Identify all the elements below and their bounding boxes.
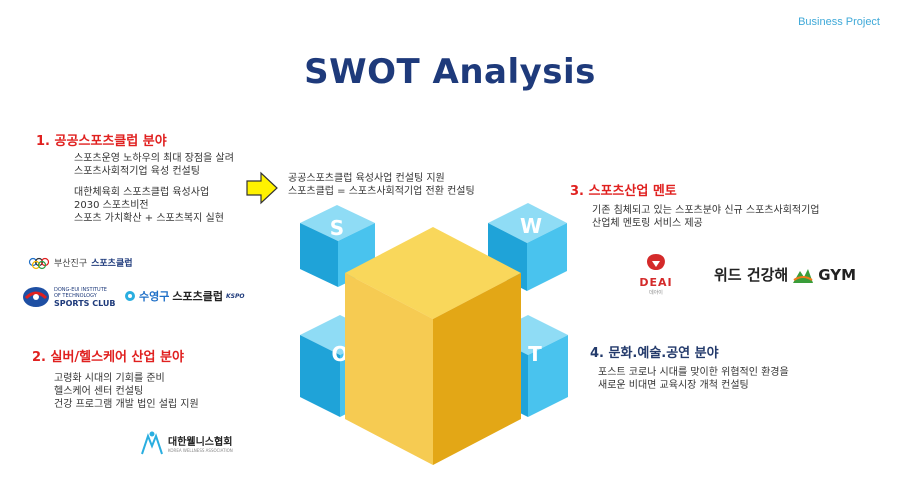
cube-s: S — [300, 205, 375, 287]
logo-dongeui-main: SPORTS CLUB — [54, 298, 116, 308]
logo-suyeong-badge: KSPO — [225, 292, 245, 300]
logo-deai-sub: 데아이 — [649, 290, 663, 296]
wellness-emblem-icon — [141, 431, 163, 455]
cube-letter-o: O — [331, 342, 348, 366]
section-4-text: 포스트 코로나 시대를 맞이한 위협적인 환경을 새로운 비대면 교육시장 개척… — [598, 366, 789, 392]
logo-wide-gym-text: GYM — [818, 265, 857, 284]
section-2-line: 건강 프로그램 개발 법인 설립 지원 — [54, 399, 199, 410]
section-4-line: 포스트 코로나 시대를 맞이한 위협적인 환경을 — [598, 367, 789, 378]
section-1-text: 스포츠운영 노하우의 최대 장점을 살려 스포츠사회적기업 육성 컨설팅 대한체… — [74, 152, 234, 225]
section-1-line: 2030 스포츠비전 — [74, 200, 149, 211]
section-3-line: 산업체 멘토링 서비스 제공 — [592, 218, 703, 229]
center-note: 공공스포츠클럽 육성사업 컨설팅 지원 스포츠클럽 = 스포츠사회적기업 전환 … — [288, 172, 475, 198]
gym-mountain-icon — [793, 268, 814, 283]
logo-busanjin-suffix: 스포츠클럽 — [91, 258, 133, 269]
section-2-text: 고령화 시대의 기회를 준비 헬스케어 센터 컨설팅 건강 프로그램 개발 법인… — [54, 372, 199, 411]
logo-busanjin-prefix: 부산진구 — [54, 258, 88, 269]
section-2-title: 2. 실버/헬스케어 산업 분야 — [32, 350, 184, 365]
logo-deai: DEAI 데아이 — [636, 252, 676, 296]
swot-cube-graphic: S W O T — [300, 203, 568, 465]
section-1-line: 대한체육회 스포츠클럽 육성사업 — [74, 187, 210, 198]
cube-letter-t: T — [528, 342, 542, 366]
section-2-line: 고령화 시대의 기회를 준비 — [54, 373, 165, 384]
section-1-line: 스포츠사회적기업 육성 컨설팅 — [74, 166, 200, 177]
logo-wellness-sub: KOREA WELLNESS ASSOCIATION — [168, 448, 233, 453]
logo-suyeong-main: 스포츠클럽 — [172, 290, 223, 303]
section-1-title: 1. 공공스포츠클럽 분야 — [36, 134, 167, 149]
cube-letter-s: S — [330, 216, 344, 240]
suyeong-emblem-icon — [125, 291, 135, 301]
logo-dongeui: DONG-EUI INSTITUTE OF TECHNOLOGY SPORTS … — [22, 286, 116, 308]
logo-suyeong: 수영구 스포츠클럽 KSPO — [124, 288, 244, 304]
rings-icon — [28, 257, 50, 270]
page-title: SWOT Analysis — [304, 52, 596, 92]
project-tag: Business Project — [798, 16, 880, 28]
logo-wide-gym: 위드 건강해 GYM — [714, 264, 856, 285]
arrow-right-icon — [246, 171, 278, 205]
center-note-line: 공공스포츠클럽 육성사업 컨설팅 지원 — [288, 173, 445, 184]
section-1-line: 스포츠운영 노하우의 최대 장점을 살려 — [74, 153, 234, 164]
logo-deai-main: DEAI — [639, 276, 673, 289]
section-3-text: 기존 침체되고 있는 스포츠분야 신규 스포츠사회적기업 산업체 멘토링 서비스… — [592, 204, 820, 230]
section-1-line: 스포츠 가치확산 + 스포츠복지 실현 — [74, 213, 224, 224]
deai-emblem-icon — [647, 254, 665, 270]
dongeui-emblem-icon — [23, 287, 49, 307]
section-4-title: 4. 문화.예술.공연 분야 — [590, 346, 719, 361]
center-note-line: 스포츠클럽 = 스포츠사회적기업 전환 컨설팅 — [288, 186, 475, 197]
logo-dongeui-small: DONG-EUI INSTITUTE OF TECHNOLOGY — [54, 286, 107, 299]
section-2-line: 헬스케어 센터 컨설팅 — [54, 386, 144, 397]
section-4-line: 새로운 비대면 교육시장 개척 컨설팅 — [598, 380, 749, 391]
cube-center — [345, 227, 521, 465]
logo-wide-main: 위드 건강해 — [714, 266, 789, 284]
logo-wellness-main: 대한웰니스협회 — [168, 437, 233, 448]
section-3-line: 기존 침체되고 있는 스포츠분야 신규 스포츠사회적기업 — [592, 205, 820, 216]
cube-letter-w: W — [520, 214, 542, 238]
logo-busanjin: 부산진구 스포츠클럽 — [28, 254, 133, 270]
logo-suyeong-prefix: 수영구 — [139, 290, 170, 303]
section-3-title: 3. 스포츠산업 멘토 — [570, 184, 677, 199]
logo-wellness: 대한웰니스협회 KOREA WELLNESS ASSOCIATION — [140, 430, 233, 456]
